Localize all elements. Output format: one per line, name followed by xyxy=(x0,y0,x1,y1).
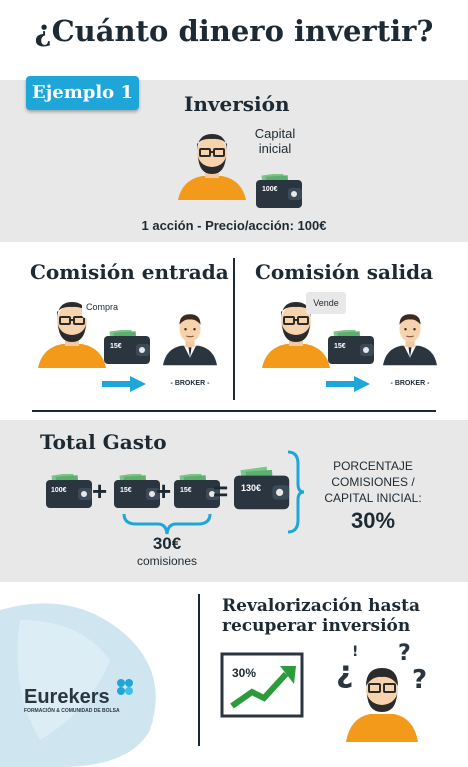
wallet-value: 15€ xyxy=(180,487,192,494)
compra-bubble: Compra xyxy=(82,296,122,318)
wallet-value: 15€ xyxy=(120,487,132,494)
pct-value: 30% xyxy=(350,508,396,533)
equals-sign: = xyxy=(213,476,229,506)
svg-text:?: ? xyxy=(398,642,411,666)
broker-avatar-icon xyxy=(382,313,438,366)
revalorizacion-heading-line1: Revalorización hasta xyxy=(222,596,420,616)
pct-line1: PORCENTAJE xyxy=(333,459,413,473)
plus-sign: + xyxy=(156,476,172,506)
vertical-divider xyxy=(198,594,200,746)
bottom-panel: Eurekers FORMACIÓN & COMUNIDAD DE BOLSA … xyxy=(0,590,468,767)
decorative-petal-shape xyxy=(0,603,156,767)
investor-avatar-icon xyxy=(177,133,247,201)
vertical-divider xyxy=(233,258,235,400)
horizontal-divider xyxy=(32,410,436,412)
inversion-heading: Inversión xyxy=(184,92,290,116)
plus-sign: + xyxy=(92,476,108,506)
svg-text:?: ? xyxy=(412,665,427,695)
total-heading: Total Gasto xyxy=(40,430,167,454)
capital-label-line2: inicial xyxy=(258,141,292,156)
revalorizacion-heading-line2: recuperar inversión xyxy=(222,616,411,636)
wallet-value: 15€ xyxy=(110,343,122,350)
example-badge: Ejemplo 1 xyxy=(26,76,139,110)
growth-chart-icon xyxy=(220,652,304,718)
page-title: ¿Cuánto dinero invertir? xyxy=(34,14,434,48)
inversion-panel: Inversión Capital inicial 100€ 1 acción … xyxy=(0,80,468,242)
pct-line2: COMISIONES / xyxy=(331,475,415,489)
vende-bubble: Vende xyxy=(306,292,346,314)
commissions-label: comisiones xyxy=(136,554,198,568)
bottom-brace xyxy=(122,513,212,535)
eurekers-logo-icon xyxy=(117,679,133,695)
total-panel: Total Gasto 100€ + 15€ + 15€ = 130€ PORC… xyxy=(0,420,468,582)
broker-avatar-icon xyxy=(162,313,218,366)
chart-value: 30% xyxy=(232,666,257,680)
comision-salida-heading: Comisión salida xyxy=(255,260,434,284)
broker-label: - BROKER - xyxy=(170,380,210,387)
pct-line3: CAPITAL INICIAL: xyxy=(324,491,422,505)
total-wallet-value: 130€ xyxy=(241,483,262,493)
svg-text:!: ! xyxy=(352,644,358,660)
wallet-value: 15€ xyxy=(334,343,346,350)
svg-text:¿: ¿ xyxy=(336,655,353,690)
capital-label-line1: Capital xyxy=(254,126,296,141)
confused-person-icon: ¿ ? ? ! xyxy=(336,642,427,742)
commissions-amount: 30€ xyxy=(152,534,182,553)
wallet-value: 100€ xyxy=(262,186,278,193)
arrow-right-icon xyxy=(102,376,146,392)
broker-label: - BROKER - xyxy=(390,380,430,387)
arrow-right-icon xyxy=(326,376,370,392)
eurekers-tagline: FORMACIÓN & COMUNIDAD DE BOLSA xyxy=(24,708,120,714)
eurekers-logo: Eurekers xyxy=(24,686,110,708)
inversion-caption: 1 acción - Precio/acción: 100€ xyxy=(141,218,327,233)
comision-entrada-heading: Comisión entrada xyxy=(30,260,229,284)
right-brace xyxy=(287,450,305,534)
comision-panel: Comisión entrada Compra 15€ - BROKER - C… xyxy=(0,258,468,406)
wallet-value: 100€ xyxy=(51,487,67,494)
